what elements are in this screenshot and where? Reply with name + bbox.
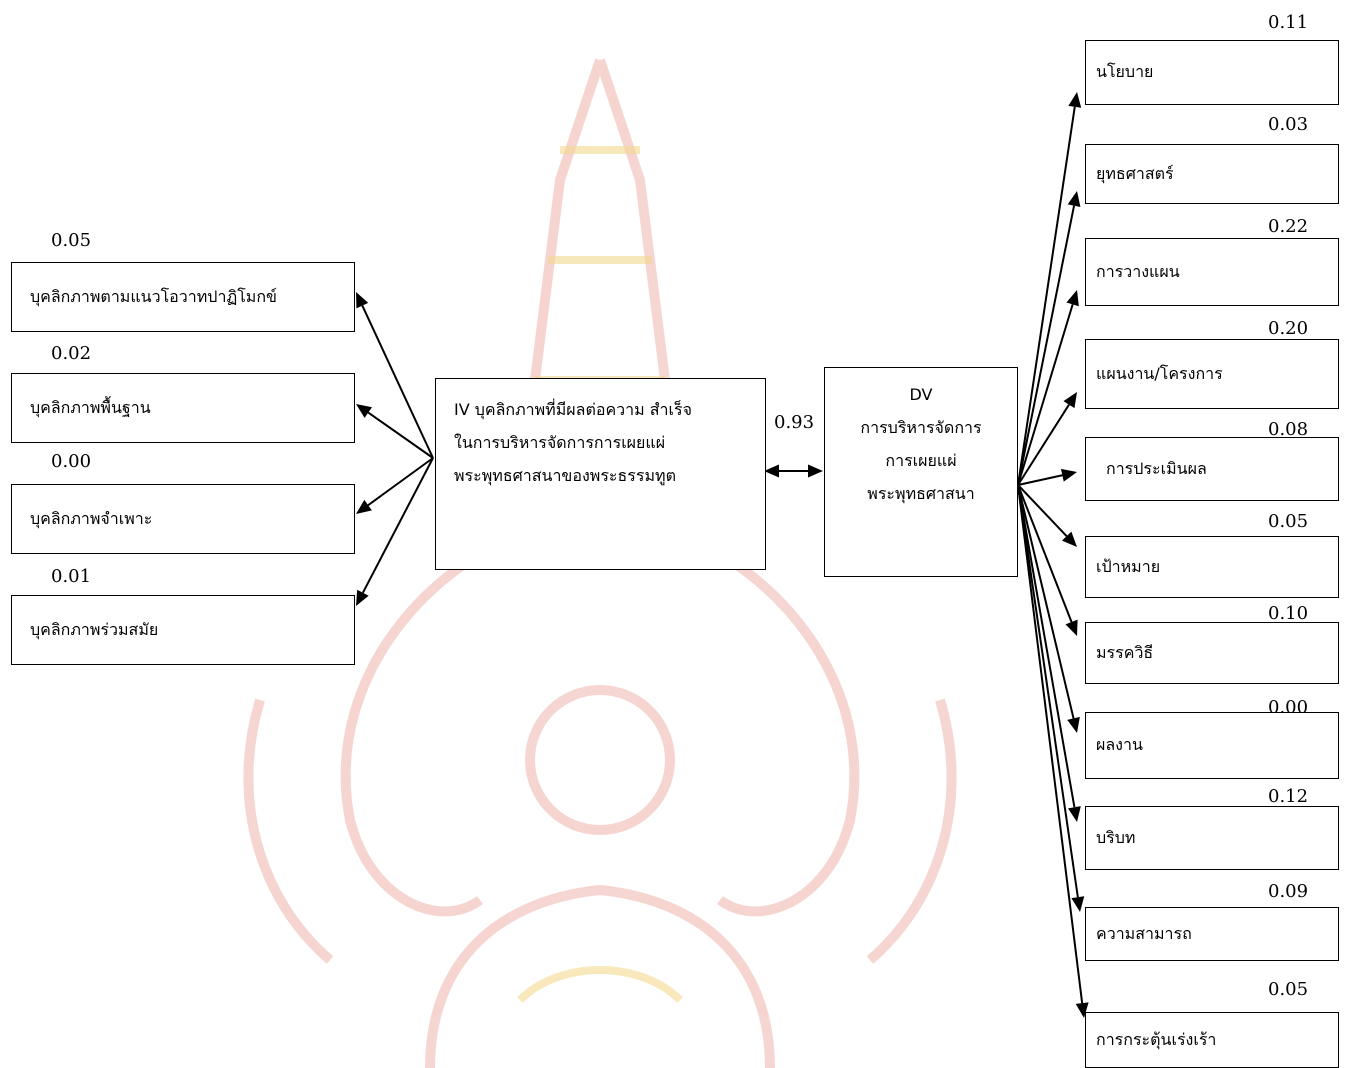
right-indicator-label: การประเมินผล [1106, 458, 1207, 478]
iv-construct-box: IV บุคลิกภาพที่มีผลต่อความ สำเร็จ ในการบ… [435, 378, 766, 570]
iv-loading-arrow-1 [361, 305, 434, 459]
right-indicator-label: นโยบาย [1096, 62, 1154, 81]
dv-construct-box: DV การบริหารจัดการ การเผยแผ่ พระพุทธศาสน… [824, 367, 1018, 577]
dv-loading-arrow-9 [1017, 484, 1076, 808]
dv-loading-arrow-3-head [1066, 290, 1079, 307]
right-indicator-label: ยุทธศาสตร์ [1096, 163, 1174, 183]
left-indicator-label: บุคลิกภาพพื้นฐาน [30, 397, 151, 417]
left-indicator-box: บุคลิกภาพพื้นฐาน [11, 373, 355, 443]
correlation-arrow-tail-head [764, 464, 779, 478]
right-indicator-box: ความสามารถ [1085, 907, 1339, 961]
dv-loading-arrow-8 [1017, 484, 1075, 719]
left-indicator-coefficient: 0.01 [51, 566, 92, 587]
right-indicator-box: การประเมินผล [1085, 437, 1339, 501]
right-indicator-box: เป้าหมาย [1085, 536, 1339, 598]
dv-line-3: การเผยแผ่ [885, 451, 957, 470]
iv-line-2: ในการบริหารจัดการการเผยแผ่ [454, 433, 666, 452]
dv-loading-arrow-1 [1017, 106, 1076, 486]
dv-loading-arrow-9-head [1068, 806, 1081, 822]
iv-loading-arrow-1-head [356, 292, 369, 309]
iv-loading-arrow-3 [367, 457, 434, 506]
right-indicator-label: บริบท [1096, 827, 1136, 847]
right-indicator-box: แผนงาน/โครงการ [1085, 339, 1339, 409]
dv-loading-arrow-7-head [1065, 619, 1078, 636]
correlation-coefficient: 0.93 [774, 412, 815, 433]
iv-loading-arrow-2-head [356, 404, 373, 418]
right-indicator-label: การวางแผน [1096, 261, 1180, 281]
iv-loading-arrow-4 [362, 457, 434, 594]
dv-loading-arrow-6-head [1061, 531, 1077, 547]
right-indicator-label: มรรควิธี [1096, 642, 1154, 662]
right-indicator-coefficient: 0.08 [1268, 419, 1309, 440]
right-indicator-coefficient: 0.12 [1268, 786, 1309, 807]
dv-loading-arrow-7 [1017, 484, 1073, 623]
dv-loading-arrow-2 [1017, 205, 1076, 486]
right-indicator-label: แผนงาน/โครงการ [1096, 363, 1223, 383]
dv-line-4: พระพุทธศาสนา [867, 484, 975, 503]
dv-loading-arrow-8-head [1067, 716, 1080, 733]
dv-loading-arrow-5 [1017, 474, 1063, 486]
right-indicator-label: เป้าหมาย [1096, 556, 1161, 576]
dv-line-1: DV [909, 385, 933, 404]
iv-line-1: IV บุคลิกภาพที่มีผลต่อความ สำเร็จ [454, 400, 692, 419]
left-indicator-box: บุคลิกภาพจำเพาะ [11, 484, 355, 554]
right-indicator-box: มรรควิธี [1085, 622, 1339, 684]
right-indicator-coefficient: 0.05 [1268, 511, 1309, 532]
iv-loading-arrow-4-head [356, 589, 369, 606]
iv-loading-arrow-3-head [356, 499, 372, 514]
left-indicator-label: บุคลิกภาพร่วมสมัย [30, 619, 159, 639]
left-indicator-box: บุคลิกภาพร่วมสมัย [11, 595, 355, 665]
right-indicator-box: ผลงาน [1085, 712, 1339, 779]
left-indicator-coefficient: 0.05 [51, 230, 92, 251]
right-indicator-box: บริบท [1085, 806, 1339, 870]
right-indicator-box: การกระตุ้นเร่งเร้า [1085, 1012, 1339, 1068]
right-indicator-label: ความสามารถ [1096, 923, 1192, 943]
right-indicator-label: การกระตุ้นเร่งเร้า [1096, 1029, 1217, 1049]
right-indicator-coefficient: 0.22 [1268, 216, 1309, 237]
dv-loading-arrow-4 [1017, 404, 1070, 486]
iv-loading-arrow-2 [367, 411, 434, 459]
dv-loading-arrow-10 [1017, 484, 1079, 898]
dv-loading-arrow-1-head [1068, 92, 1082, 108]
dv-loading-arrow-11 [1017, 484, 1084, 1004]
right-indicator-label: ผลงาน [1096, 735, 1143, 754]
right-indicator-coefficient: 0.05 [1268, 979, 1309, 1000]
left-indicator-label: บุคลิกภาพตามแนวโอวาทปาฏิโมกข์ [30, 286, 277, 306]
left-indicator-label: บุคลิกภาพจำเพาะ [30, 508, 153, 528]
dv-loading-arrow-3 [1017, 304, 1074, 486]
right-indicator-coefficient: 0.20 [1268, 318, 1309, 339]
dv-loading-arrow-10-head [1071, 896, 1085, 912]
right-indicator-box: ยุทธศาสตร์ [1085, 144, 1339, 204]
right-indicator-coefficient: 0.10 [1268, 603, 1309, 624]
right-indicator-box: การวางแผน [1085, 238, 1339, 306]
right-indicator-coefficient: 0.09 [1268, 881, 1309, 902]
dv-loading-arrow-6 [1017, 484, 1068, 537]
left-indicator-box: บุคลิกภาพตามแนวโอวาทปาฏิโมกข์ [11, 262, 355, 332]
left-indicator-coefficient: 0.02 [51, 343, 92, 364]
dv-line-2: การบริหารจัดการ [860, 418, 982, 437]
correlation-arrow-head [808, 464, 823, 478]
dv-loading-arrow-2-head [1067, 191, 1081, 207]
dv-loading-arrow-5-head [1060, 468, 1077, 482]
right-indicator-box: นโยบาย [1085, 40, 1339, 105]
left-indicator-coefficient: 0.00 [51, 451, 92, 472]
right-indicator-coefficient: 0.03 [1268, 114, 1309, 135]
right-indicator-coefficient: 0.11 [1268, 12, 1309, 33]
iv-line-3: พระพุทธศาสนาของพระธรรมทูต [454, 466, 676, 485]
dv-loading-arrow-11-head [1075, 1002, 1089, 1018]
dv-loading-arrow-4-head [1063, 392, 1077, 409]
